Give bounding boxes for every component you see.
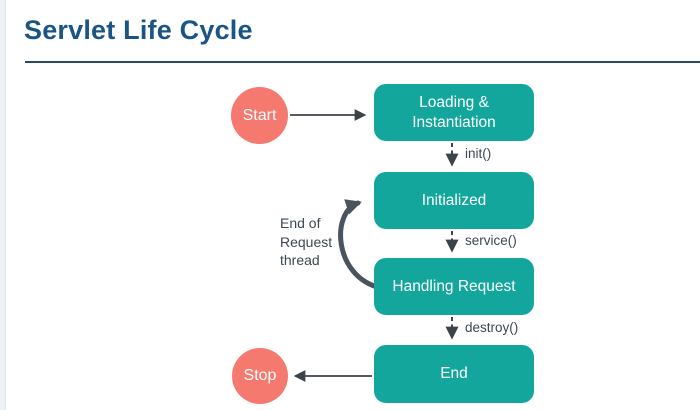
left-edge-strip xyxy=(0,0,6,410)
state-box-loading-instantiation: Loading & Instantiation xyxy=(374,84,534,141)
transition-label-destroy: destroy() xyxy=(465,320,519,335)
transition-label-service: service() xyxy=(465,233,517,248)
title-underline xyxy=(25,61,700,63)
state-box-initialized: Initialized xyxy=(374,172,534,229)
transition-label-init: init() xyxy=(465,146,492,161)
state-box-end: End xyxy=(374,345,534,403)
stop-node: Stop xyxy=(232,348,288,404)
page-title: Servlet Life Cycle xyxy=(24,15,253,45)
note-end-of-request-thread: End of Request thread xyxy=(280,215,333,268)
state-box-handling-request: Handling Request xyxy=(374,258,534,315)
start-node: Start xyxy=(231,87,288,144)
arrow-loop-end-of-request-thread xyxy=(338,199,384,291)
